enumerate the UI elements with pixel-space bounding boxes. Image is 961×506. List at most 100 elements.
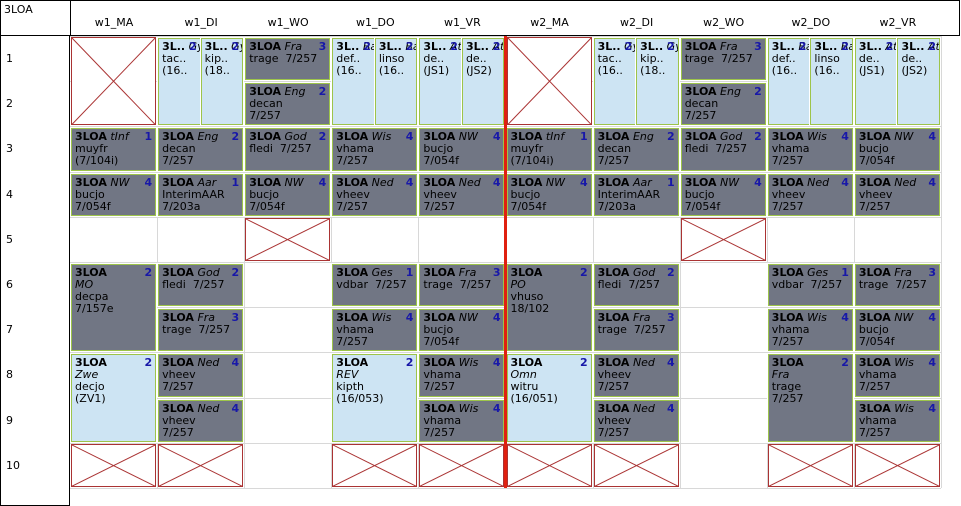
lesson-count: 4 — [318, 175, 327, 189]
lesson-class-code: 3L.. — [901, 40, 925, 53]
cross-icon — [246, 219, 329, 260]
lesson-class-code: 3L.. — [640, 40, 664, 53]
lesson-block[interactable]: 3L.. Atl2de..(JS2) — [896, 36, 941, 127]
lesson-detail: decan — [684, 97, 719, 111]
lesson-count: 4 — [492, 175, 501, 189]
lesson-class-code: 3L.. — [162, 40, 186, 53]
lesson-subject: God — [720, 130, 743, 144]
lesson-detail: vhuso — [510, 290, 544, 303]
lesson-detail: (JS2) — [901, 64, 928, 77]
lesson-subject: Wis — [894, 356, 914, 370]
lesson-block[interactable]: 3L.. Atl2de..(JS1) — [853, 36, 899, 127]
lesson-block[interactable]: 3L.. Bal2linso(16.. — [809, 36, 854, 127]
lesson-block[interactable]: 3L.. Gym2kip..(18.. — [635, 36, 680, 127]
lesson-block[interactable]: 3L.. Atl2de..(JS1) — [418, 36, 463, 127]
lesson-class-code: 3LOA — [249, 130, 282, 144]
lesson-detail: (JS1) — [423, 64, 450, 77]
lesson-block[interactable]: 3L.. Gym2tac..(16.. — [157, 36, 202, 127]
lesson-class-code: 3LOA — [336, 266, 369, 279]
lesson-subject: Wis — [371, 311, 392, 325]
lesson-class-code: 3L.. — [204, 40, 228, 53]
lesson-block[interactable]: 3L.. Gym2tac..(16.. — [592, 36, 638, 127]
grid-col-line — [331, 36, 333, 488]
lesson-block[interactable]: 3L.. Gym2kip..(18.. — [199, 36, 245, 127]
lesson-count: 3 — [231, 311, 240, 325]
lesson-count: 2 — [318, 85, 327, 99]
lesson-count: 2 — [841, 356, 849, 370]
lesson-block[interactable]: 3L.. Atl2de..(JS2) — [460, 36, 506, 127]
lesson-detail: def.. — [771, 52, 796, 65]
lesson-subject: Fra — [284, 40, 303, 53]
period-number: 9 — [6, 413, 13, 427]
lesson-block[interactable]: 3L.. Bal2def..(16.. — [766, 36, 812, 127]
lesson-class-code: 3LOA — [771, 356, 804, 370]
lesson-block[interactable]: 3L.. Bal2linso(16.. — [373, 36, 419, 127]
grid-col-line — [418, 36, 420, 488]
lesson-block[interactable]: 3L.. Bal2def..(16.. — [331, 36, 376, 127]
lesson-subject: Aar — [197, 175, 217, 189]
lesson-subject: Bal — [362, 40, 374, 53]
lesson-count: 4 — [928, 356, 936, 370]
lesson-subject: tInf — [110, 130, 129, 144]
lesson-class-code: 3LOA — [510, 356, 543, 370]
lesson-detail: vhama — [336, 323, 374, 337]
lesson-subject: NW — [720, 175, 740, 189]
lesson-subject: Ned — [632, 401, 655, 415]
lesson-detail: bucjo — [684, 187, 715, 201]
lesson-class-code: 3LOA — [423, 175, 456, 189]
grid-col-line — [592, 36, 594, 488]
lesson-detail: 7/257 — [771, 199, 804, 213]
lesson-class-code: 3LOA — [423, 130, 456, 144]
